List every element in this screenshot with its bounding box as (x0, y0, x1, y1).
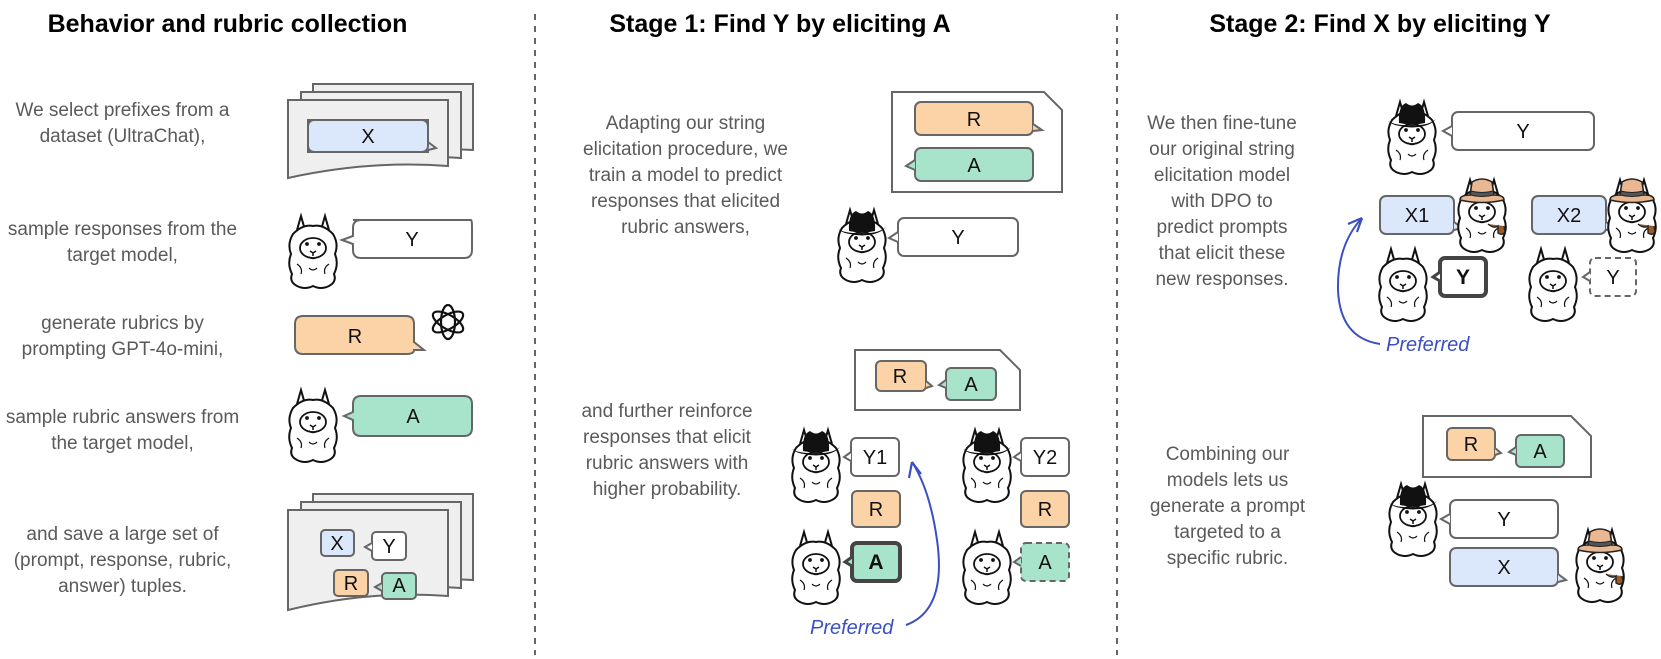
stage2-preferred-label: Preferred (1386, 334, 1470, 356)
collection-step-3: generate rubrics by prompting GPT-4o-min… (21, 313, 224, 360)
stage2-response-preferred-token: Y (1456, 266, 1470, 289)
stage2-target-llama-icon-2 (1528, 248, 1578, 322)
prompt-token: X (361, 126, 374, 148)
tuple-rubric-token: R (344, 573, 358, 595)
stage1-preferred-label: Preferred (810, 617, 894, 639)
stage2-prompt-2-token: X2 (1557, 205, 1581, 227)
stage1-step-2: and further reinforce responses that eli… (581, 401, 753, 500)
stage1-answer-token: A (967, 155, 981, 177)
stage1-rubric-2-bubble: R (1020, 490, 1070, 528)
stage1-rubric-1-token: R (869, 499, 883, 521)
stage1-rubric-bubble: R (914, 101, 1045, 136)
rubric-token: R (348, 326, 362, 348)
stage1-step-1: Adapting our string elicitation procedur… (583, 113, 788, 238)
stage2-prompt-2-bubble: X2 (1531, 195, 1617, 235)
stage2-combined-response-token: Y (1497, 509, 1510, 531)
stage1-preferred-arrow-icon (905, 461, 940, 626)
tuple-response-token: Y (382, 536, 395, 558)
stage2-response-token: Y (1516, 121, 1529, 143)
collection-step-1: We select prefixes from a dataset (Ultra… (15, 100, 230, 147)
stage2-prompt-1-token: X1 (1405, 205, 1429, 227)
stage2-answer-token: A (1533, 441, 1547, 463)
stage2-preferred-arrow-icon (1336, 216, 1381, 345)
stage2-target-llama-icon (1378, 248, 1428, 322)
stage2-step-2: Combining our models lets us generate a … (1149, 444, 1306, 569)
tuple-prompt-token: X (330, 533, 343, 555)
stage1-target-llama-icon (791, 531, 841, 605)
stage2-combined-response-bubble: Y (1438, 499, 1559, 539)
stage1-rubric-token-2: R (893, 366, 907, 388)
tuple-response-bubble: Y (362, 531, 407, 561)
stage1-answer-preferred-token: A (868, 551, 883, 574)
stage2-combined-prompt-bubble: X (1449, 547, 1569, 587)
collection-title: Behavior and rubric collection (47, 10, 408, 38)
collection-step-2: sample responses from the target model, (7, 219, 238, 266)
openai-logo-icon (431, 303, 465, 341)
tuple-answer-token: A (392, 575, 406, 597)
stage1-response-bubble: Y (886, 217, 1019, 257)
stage2-response-bubble: Y (1440, 111, 1595, 151)
stage2-rubric-card: R A (1422, 415, 1592, 478)
stage2-prompt-1-bubble: X1 (1379, 195, 1465, 235)
stage2-response-preferred-bubble: Y (1430, 256, 1488, 298)
response-bubble: Y (339, 219, 473, 259)
stage1-response-2-bubble: Y2 (1012, 437, 1070, 477)
stage1-answer-bubble: A (903, 147, 1034, 182)
stage2-title: Stage 2: Find X by eliciting Y (1209, 10, 1551, 38)
stage2-response-other-token: Y (1606, 267, 1619, 289)
answer-bubble: A (341, 395, 473, 437)
response-token: Y (405, 229, 418, 251)
collection-step-4: sample rubric answers from the target mo… (5, 407, 240, 454)
tuple-rubric-bubble: R (333, 569, 369, 597)
stage1-answer-token-2: A (964, 374, 978, 396)
stage2-response-other-bubble: Y (1581, 257, 1637, 297)
stage1-answer-other-bubble: A (1012, 542, 1070, 582)
stage1-rubric-token: R (967, 109, 981, 131)
stage1-answer-preferred-bubble: A (842, 541, 902, 583)
stage2-step-1: We then fine-tune our original string el… (1147, 113, 1297, 290)
stage1-response-token: Y (951, 227, 964, 249)
stage1-response-1-bubble: Y1 (842, 437, 900, 477)
collection-step-5: and save a large set of (prompt, respons… (13, 524, 232, 597)
stage2-rubric-token: R (1464, 434, 1478, 456)
answer-token: A (406, 406, 420, 428)
stage1-response-2-token: Y2 (1033, 447, 1057, 469)
tuple-answer-bubble: A (372, 572, 417, 600)
target-model-llama-icon (288, 215, 338, 289)
tuple-prompt-bubble: X (320, 529, 355, 557)
target-model-llama-icon-2 (288, 389, 338, 463)
stage1-rubric-card-2: R A (854, 349, 1021, 411)
stage1-response-1-token: Y1 (863, 447, 887, 469)
stage1-rubric-2-token: R (1038, 499, 1052, 521)
stage1-target-llama-icon-2 (962, 531, 1012, 605)
stage1-answer-other-token: A (1038, 552, 1052, 574)
stage2-combined-prompt-token: X (1497, 557, 1510, 579)
stage1-title: Stage 1: Find Y by eliciting A (609, 10, 951, 38)
rubric-bubble: R (294, 315, 427, 355)
prompt-bubble: X (307, 119, 439, 153)
stage1-rubric-1-bubble: R (851, 490, 901, 528)
